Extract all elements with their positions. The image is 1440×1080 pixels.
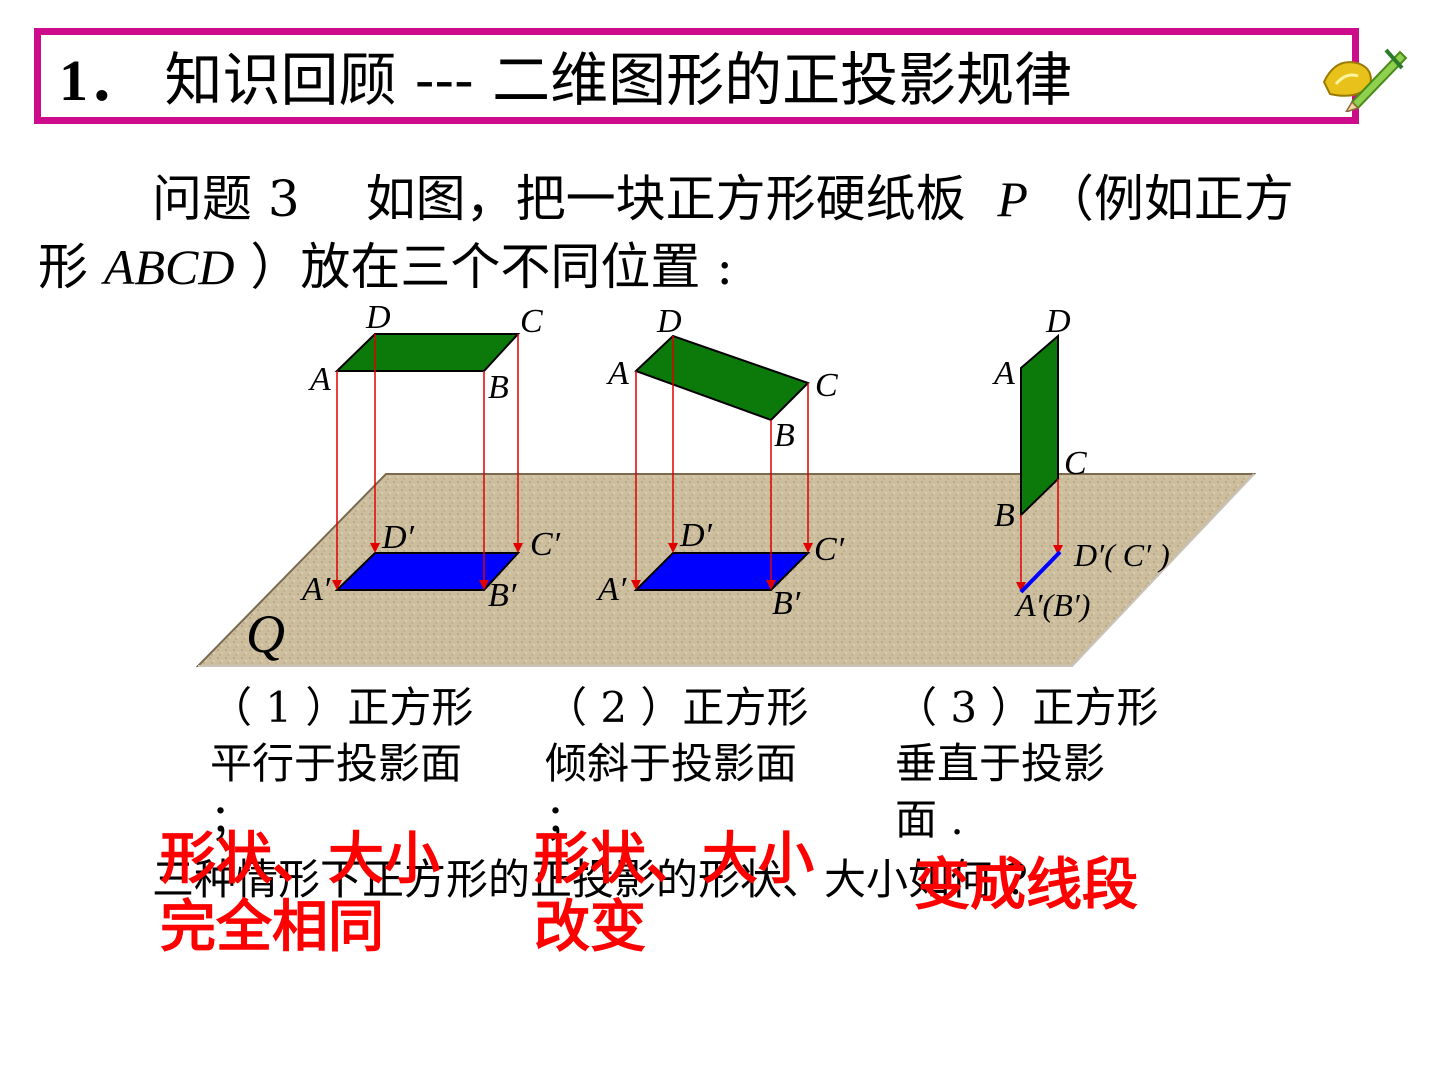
answer-2-line-2: 改变 (534, 895, 646, 960)
answer-1: 形状、大小 完全相同 (160, 826, 440, 962)
fig3-label-ab1: A′(B′) (1014, 587, 1090, 623)
title-text: 知识回顾 --- 二维图形的正投影规律 (164, 46, 1073, 114)
fig2-label-b1: B′ (772, 585, 801, 622)
answer-2-line-1: 形状、大小 (534, 827, 814, 892)
pencil-ruler-icon (1322, 48, 1408, 112)
variable-abcd: ABCD (103, 239, 235, 295)
title-number: 1． (59, 48, 147, 113)
answer-1-line-1: 形状、大小 (160, 827, 440, 892)
fig1-label-b: B (488, 369, 509, 406)
answer-2: 形状、大小 改变 (534, 826, 814, 962)
fig3-label-b: B (994, 497, 1015, 534)
caption-3-line-3: 面 . (895, 795, 964, 844)
page-title: 1． 知识回顾 --- 二维图形的正投影规律 (59, 45, 1072, 116)
caption-3-line-1: （ 3 ）正方形 (895, 683, 1159, 732)
fig1-label-c1: C′ (530, 526, 561, 563)
caption-1-line-2: 平行于投影面 (210, 739, 463, 788)
question-text-c: 形 (38, 238, 88, 296)
fig3-projection-segment (1019, 550, 1062, 594)
caption-2-line-1: （ 2 ）正方形 (545, 683, 809, 732)
answer-1-line-2: 完全相同 (160, 895, 384, 960)
fig1-label-b1: B′ (488, 577, 517, 614)
caption-2: （ 2 ）正方形 倾斜于投影面 ； (545, 680, 808, 848)
fig2-label-d1: D′ (679, 517, 713, 554)
fig2-label-b: B (774, 417, 795, 454)
fig1-label-d: D (365, 299, 391, 336)
fig3-label-a: A (992, 355, 1015, 392)
fig2-label-a1: A′ (596, 571, 627, 608)
question-text-b: （例如正方 (1043, 170, 1294, 228)
fig2-projection (633, 552, 811, 591)
question-line-2: 形 ABCD ）放在三个不同位置 : (38, 236, 733, 298)
variable-p: P (997, 171, 1028, 227)
fig3-label-d: D (1045, 303, 1071, 340)
caption-2-line-3: ； (545, 795, 588, 844)
fig1-square (334, 333, 521, 372)
question-line-1: 问题 3 如图，把一块正方形硬纸板 P （例如正方 (152, 168, 1294, 230)
plane-label-q: Q (246, 604, 285, 664)
fig1-label-a: A (308, 361, 331, 398)
fig1-label-c: C (520, 303, 543, 340)
fig3-label-dc1: D′( C′ ) (1073, 537, 1170, 573)
fig3-label-c: C (1064, 445, 1087, 482)
caption-3: （ 3 ）正方形 垂直于投影 面 . (895, 680, 1158, 848)
fig2-label-c: C (815, 367, 838, 404)
caption-1: （ 1 ）正方形 平行于投影面 ； (210, 680, 473, 848)
answer-3: 变成线段 (914, 853, 1138, 918)
caption-2-line-2: 倾斜于投影面 (545, 739, 798, 788)
caption-1-line-1: （ 1 ）正方形 (210, 683, 474, 732)
fig2-label-d: D (656, 303, 682, 340)
caption-1-line-3: ； (210, 795, 253, 844)
bottom-question: 三种情形下正方形的正投影的形状、大小如何 ? (152, 855, 1028, 904)
question-text-d: ）放在三个不同位置 : (250, 238, 734, 296)
fig1-label-a1: A′ (300, 571, 331, 608)
fig1-projection (334, 552, 521, 591)
fig1-label-d1: D′ (381, 519, 415, 556)
fig2-square (634, 334, 810, 422)
fig2-label-c1: C′ (814, 531, 845, 568)
caption-3-line-2: 垂直于投影 (895, 739, 1106, 788)
question-text-a: 问题 3 如图，把一块正方形硬纸板 (152, 170, 966, 228)
title-box: 1． 知识回顾 --- 二维图形的正投影规律 (34, 28, 1359, 124)
fig2-label-a: A (606, 355, 629, 392)
